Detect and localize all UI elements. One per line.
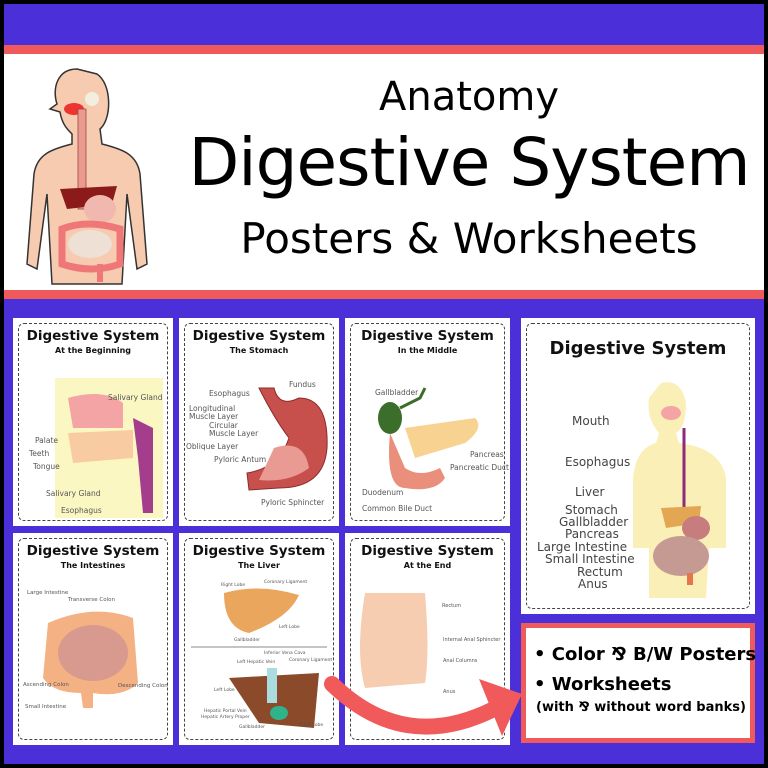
label: Right Lobe bbox=[299, 723, 324, 728]
label: Descending Colon bbox=[118, 683, 168, 689]
label: Stomach bbox=[565, 503, 618, 517]
label: Teeth bbox=[29, 449, 50, 458]
label: Pyloric Sphincter bbox=[261, 498, 325, 507]
poster-thumbnail-intestines: Digestive System The Intestines Large In… bbox=[13, 533, 173, 745]
label: Gallbladder bbox=[234, 638, 260, 643]
label: Coronary Ligament bbox=[264, 580, 308, 585]
poster-thumbnail-stomach: Digestive System The Stomach Fundus Esop… bbox=[179, 318, 339, 526]
label: Rectum bbox=[577, 565, 623, 579]
label: Pancreas bbox=[470, 450, 504, 459]
feature-text: Worksheets bbox=[551, 674, 672, 695]
title-banner: Anatomy Digestive System Posters & Works… bbox=[4, 54, 764, 290]
label: Rectum bbox=[442, 603, 462, 609]
label: Ascending Colon bbox=[23, 682, 69, 688]
card-title: Digestive System bbox=[192, 328, 326, 344]
liver-diagram bbox=[191, 588, 327, 728]
poster-thumbnail-liver: Digestive System The Liver Right Lobe Co… bbox=[179, 533, 339, 745]
label: Hepatic Artery Proper bbox=[201, 715, 250, 720]
features-box: • Color ⅋ B/W Posters • Worksheets (with… bbox=[521, 623, 757, 743]
label: Left Lobe bbox=[214, 688, 235, 693]
feature-note: (with ⅋ without word banks) bbox=[536, 700, 746, 715]
card-title: Digestive System bbox=[361, 328, 494, 344]
poster-thumbnail-middle: Digestive System In the Middle Gallbladd… bbox=[345, 318, 510, 526]
arrow-icon bbox=[324, 676, 522, 736]
label: Oblique Layer bbox=[186, 442, 239, 451]
card-title: Digestive System bbox=[26, 543, 160, 559]
label: Anus bbox=[578, 577, 608, 591]
feature-text: Color ⅋ B/W Posters bbox=[551, 644, 757, 665]
label: Muscle Layer bbox=[209, 429, 259, 438]
title-line-digestive-system: Digestive System bbox=[188, 124, 750, 201]
feature-item: • Color ⅋ B/W Posters bbox=[534, 644, 757, 665]
rectum-anus-diagram bbox=[360, 593, 428, 688]
stomach-diagram bbox=[246, 387, 328, 491]
label: Duodenum bbox=[362, 488, 404, 497]
body-digestive-diagram bbox=[633, 382, 726, 598]
card-subtitle: At the End bbox=[403, 561, 452, 570]
label: Gallbladder bbox=[375, 388, 419, 397]
card-subtitle: The Liver bbox=[238, 561, 280, 570]
label: Muscle Layer bbox=[189, 412, 239, 421]
poster-title: Digestive System bbox=[549, 338, 727, 359]
label: Gallbladder bbox=[559, 515, 629, 529]
label: Large Intestine bbox=[537, 540, 628, 554]
label: Palate bbox=[35, 436, 59, 445]
label: Transverse Colon bbox=[68, 597, 116, 603]
human-body-illustration bbox=[26, 68, 148, 285]
label: Pyloric Antum bbox=[214, 455, 267, 464]
card-title: Digestive System bbox=[26, 328, 160, 344]
gallbladder-pancreas-diagram bbox=[378, 387, 479, 490]
intestines-diagram bbox=[43, 611, 138, 708]
cover-frame: Anatomy Digestive System Posters & Works… bbox=[4, 4, 764, 764]
feature-item: • Worksheets bbox=[534, 674, 672, 695]
label: Anus bbox=[443, 689, 456, 695]
card-subtitle: The Stomach bbox=[229, 346, 289, 355]
label: Fundus bbox=[289, 380, 316, 389]
label: Gallbladder bbox=[239, 725, 265, 730]
title-line-anatomy: Anatomy bbox=[378, 74, 560, 120]
top-stripe bbox=[4, 45, 764, 54]
label: Right Lobe bbox=[221, 583, 246, 588]
card-title: Digestive System bbox=[361, 543, 494, 559]
label: Longitudinal bbox=[189, 404, 236, 413]
label: Inferior Vena Cava bbox=[264, 651, 306, 656]
label: Common Bile Duct bbox=[362, 504, 433, 513]
mouth-diagram bbox=[55, 378, 163, 518]
label: Salivary Gland bbox=[108, 393, 163, 402]
label: Internal Anal Sphincter bbox=[443, 637, 501, 643]
title-line-posters-worksheets: Posters & Worksheets bbox=[240, 214, 698, 263]
bottom-stripe bbox=[4, 290, 764, 299]
label: Left Lobe bbox=[279, 625, 300, 630]
label: Small Intestine bbox=[545, 552, 635, 566]
label: Pancreatic Duct bbox=[450, 463, 509, 472]
label: Pancreas bbox=[565, 527, 619, 541]
label: Circular bbox=[209, 421, 238, 430]
poster-full-digestive-system: Digestive System Mouth Esophagus Liver S… bbox=[521, 318, 755, 614]
poster-thumbnail-beginning: Digestive System At the Beginning Saliva… bbox=[13, 318, 173, 526]
label: Salivary Gland bbox=[46, 489, 101, 498]
label: Mouth bbox=[572, 414, 610, 428]
label: Small Intestine bbox=[25, 704, 67, 710]
label: Esophagus bbox=[61, 506, 102, 515]
label: Liver bbox=[575, 485, 605, 499]
label: Hepatic Portal Vein bbox=[204, 709, 247, 714]
label: Left Hepatic Vein bbox=[237, 660, 276, 665]
label: Tongue bbox=[33, 462, 60, 471]
label: Esophagus bbox=[565, 455, 631, 469]
label: Esophagus bbox=[209, 389, 250, 398]
label: Coronary Ligament bbox=[289, 658, 333, 663]
label: Large Intestine bbox=[27, 590, 69, 596]
card-subtitle: The Intestines bbox=[60, 561, 126, 570]
card-subtitle: At the Beginning bbox=[54, 346, 132, 355]
label: Anal Columns bbox=[443, 658, 478, 664]
card-subtitle: In the Middle bbox=[397, 346, 458, 355]
card-title: Digestive System bbox=[192, 543, 326, 559]
